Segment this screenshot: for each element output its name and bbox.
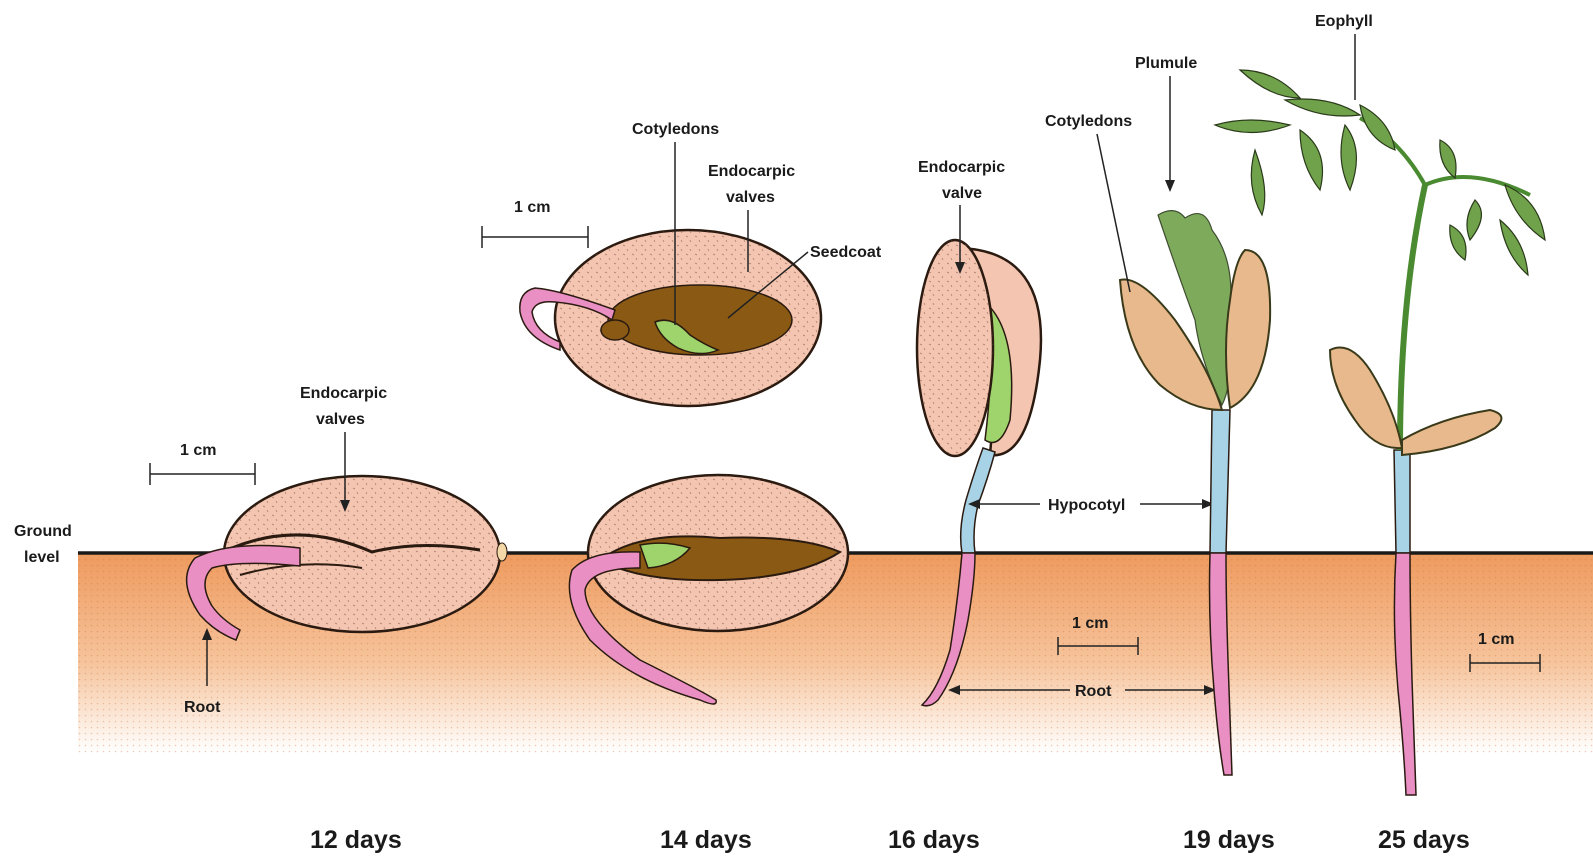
cotyledon (1402, 410, 1501, 455)
day-label: 19 days (1183, 826, 1275, 854)
svg-text:1 cm: 1 cm (180, 442, 216, 459)
svg-text:Root: Root (184, 699, 221, 716)
svg-text:Endocarpic: Endocarpic (708, 163, 795, 180)
cotyledon (1226, 250, 1270, 408)
svg-text:level: level (24, 549, 60, 566)
cut-seed (520, 230, 821, 406)
hypocotyl (1210, 410, 1230, 553)
hypocotyl-label: Hypocotyl (968, 497, 1214, 514)
svg-text:Ground: Ground (14, 523, 72, 540)
scale-bar: 1 cm (150, 442, 255, 485)
day-label: 25 days (1378, 826, 1470, 854)
cotyledon (1330, 348, 1402, 449)
scale-bar: 1 cm (482, 199, 588, 248)
svg-text:1 cm: 1 cm (1072, 615, 1108, 632)
svg-text:valves: valves (316, 411, 365, 428)
svg-text:Hypocotyl: Hypocotyl (1048, 497, 1125, 514)
svg-text:Endocarpic: Endocarpic (918, 159, 1005, 176)
svg-text:Plumule: Plumule (1135, 55, 1197, 72)
day-label: 12 days (310, 826, 402, 854)
hypocotyl (1394, 450, 1410, 553)
svg-text:1 cm: 1 cm (1478, 631, 1514, 648)
svg-text:Endocarpic: Endocarpic (300, 385, 387, 402)
leaves (1215, 70, 1545, 275)
day-label: 16 days (888, 826, 980, 854)
svg-text:Root: Root (1075, 683, 1112, 700)
svg-text:Cotyledons: Cotyledons (632, 121, 719, 138)
seed (917, 240, 1041, 456)
day-label: 14 days (660, 826, 752, 854)
svg-text:Eophyll: Eophyll (1315, 13, 1373, 30)
svg-text:Seedcoat: Seedcoat (810, 244, 882, 261)
svg-text:valve: valve (942, 185, 982, 202)
svg-text:valves: valves (726, 189, 775, 206)
svg-text:1 cm: 1 cm (514, 199, 550, 216)
svg-text:Cotyledons: Cotyledons (1045, 113, 1132, 130)
ground-level-label: Ground level (14, 523, 72, 566)
stem (1400, 185, 1425, 450)
